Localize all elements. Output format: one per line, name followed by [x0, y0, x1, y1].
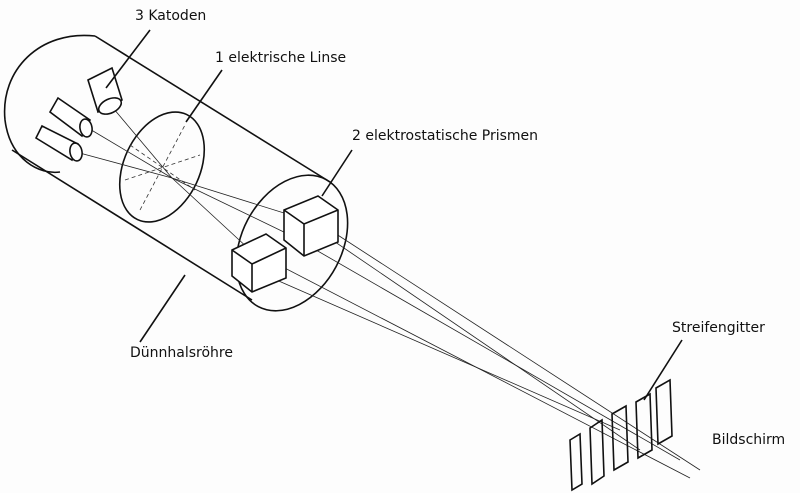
cathode-3	[34, 124, 83, 162]
prisms	[231, 195, 339, 293]
label-cathodes: 3 Katoden	[135, 8, 207, 24]
tube-back-end	[3, 34, 96, 174]
tube-top-edge	[94, 35, 331, 183]
label-tube: Dünnhalsröhre	[130, 345, 233, 361]
cathodes	[34, 66, 123, 162]
label-screen: Bildschirm	[712, 432, 786, 448]
strip-grid-screen	[569, 378, 673, 492]
thin-neck-tube	[3, 34, 349, 312]
prism-1	[283, 195, 339, 257]
cathode-2	[48, 96, 93, 138]
electric-lens	[118, 111, 206, 223]
label-grid: Streifengitter	[672, 320, 765, 336]
label-prisms: 2 elektrostatische Prismen	[352, 128, 539, 144]
label-lens: 1 elektrische Linse	[215, 50, 347, 66]
electron-beams	[75, 101, 701, 479]
cathode-1	[87, 66, 123, 115]
prism-2	[231, 233, 287, 293]
tube-front-end	[235, 174, 349, 312]
leader-lines	[105, 29, 683, 401]
tube-bottom-edge	[11, 149, 253, 301]
